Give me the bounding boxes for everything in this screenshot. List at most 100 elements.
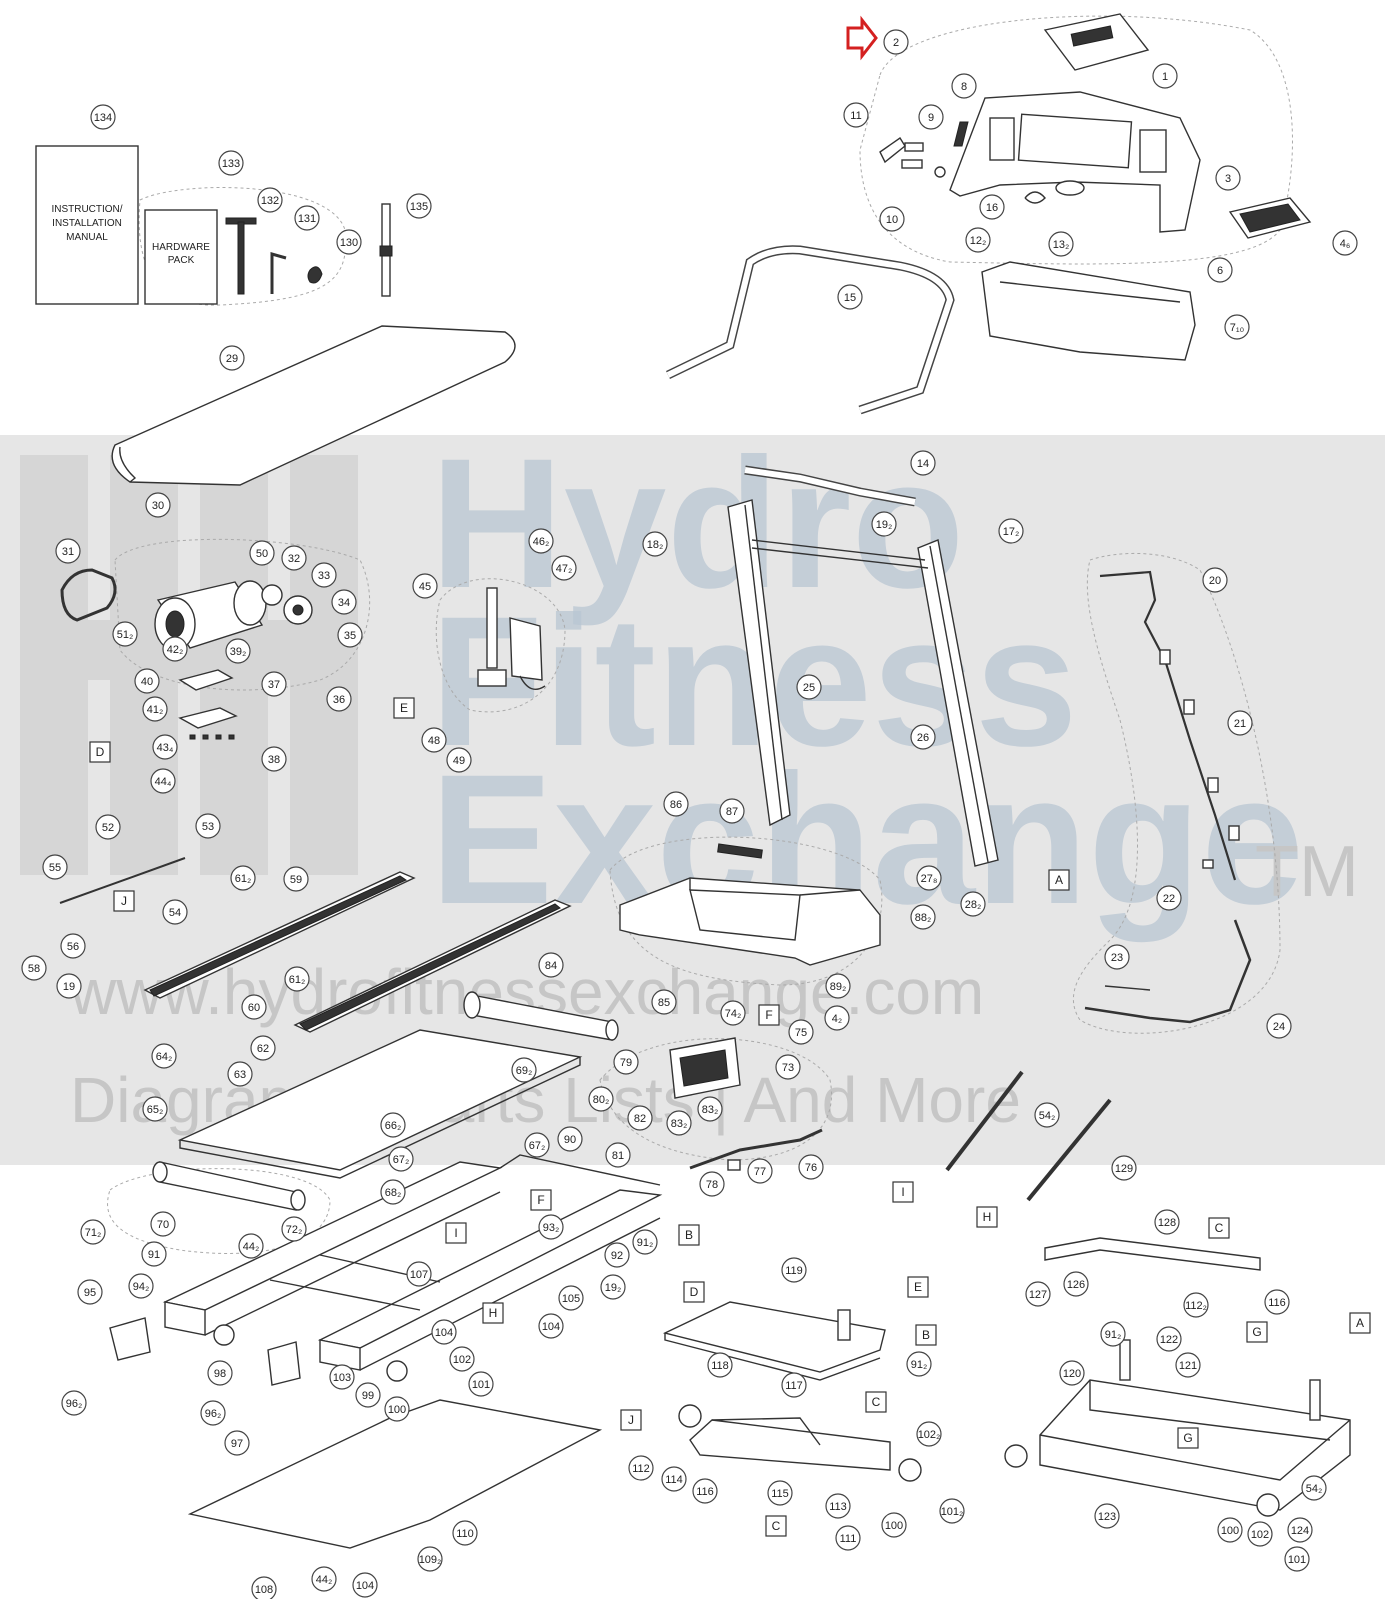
connection-box-letter: I bbox=[901, 1185, 904, 1199]
callout-number: 121 bbox=[1179, 1360, 1197, 1372]
callout-number: 91₂ bbox=[911, 1359, 928, 1371]
part-callout: 55 bbox=[42, 854, 68, 880]
part-callout: 77 bbox=[747, 1158, 773, 1184]
callout-number: 32 bbox=[288, 553, 300, 565]
callout-number: 107 bbox=[410, 1269, 428, 1281]
connection-box-frame bbox=[89, 741, 111, 763]
part-callout: 96₂ bbox=[61, 1390, 87, 1416]
callout-circle bbox=[55, 538, 81, 564]
part-callout: 13₂ bbox=[1048, 231, 1074, 257]
part-callout: 16 bbox=[979, 194, 1005, 220]
part-callout: 63 bbox=[227, 1061, 253, 1087]
callout-circle bbox=[881, 1512, 907, 1538]
callout-circle bbox=[431, 1319, 457, 1345]
part-callout: 4₂ bbox=[824, 1005, 850, 1031]
callout-number: 116 bbox=[696, 1486, 714, 1498]
callout-circle bbox=[311, 562, 337, 588]
callout-number: 34 bbox=[338, 597, 350, 609]
part-callout: 7₁₀ bbox=[1224, 314, 1250, 340]
callout-number: 4₂ bbox=[832, 1013, 842, 1025]
callout-number: 112₂ bbox=[1185, 1300, 1207, 1312]
callout-number: 27₈ bbox=[921, 873, 938, 885]
upper-wire-harness bbox=[1099, 570, 1237, 881]
part-callout: 32 bbox=[281, 545, 307, 571]
callout-circle bbox=[538, 1214, 564, 1240]
callout-number: 61₂ bbox=[235, 873, 252, 885]
part-callout: 23 bbox=[1104, 944, 1130, 970]
callout-circle bbox=[906, 1351, 932, 1377]
part-callout: 27₈ bbox=[916, 865, 942, 891]
console-keypad-overlay bbox=[1043, 13, 1150, 71]
part-callout: 18₂ bbox=[642, 531, 668, 557]
callout-circle bbox=[600, 1274, 626, 1300]
connection-box: G bbox=[1177, 1427, 1199, 1449]
callout-number: 67₂ bbox=[529, 1140, 546, 1152]
callout-circle bbox=[219, 345, 245, 371]
part-callout: 6 bbox=[1207, 257, 1233, 283]
part-callout: 91 bbox=[141, 1241, 167, 1267]
callout-circle bbox=[1048, 231, 1074, 257]
callout-circle bbox=[661, 1466, 687, 1492]
part-callout: 91₂ bbox=[906, 1351, 932, 1377]
callout-circle bbox=[781, 1257, 807, 1283]
part-callout: 71₂ bbox=[80, 1219, 106, 1245]
connection-box-letter: C bbox=[772, 1519, 781, 1533]
callout-circle bbox=[134, 668, 160, 694]
callout-circle bbox=[151, 1043, 177, 1069]
t-wrench bbox=[225, 217, 257, 295]
callout-number: 77 bbox=[754, 1166, 766, 1178]
callout-number: 78 bbox=[706, 1179, 718, 1191]
callout-circle bbox=[837, 284, 863, 310]
callout-number: 104 bbox=[435, 1327, 453, 1339]
callout-number: 72₂ bbox=[286, 1224, 303, 1236]
callout-circle bbox=[910, 450, 936, 476]
callout-circle bbox=[824, 1005, 850, 1031]
callout-circle bbox=[449, 1346, 475, 1372]
callout-number: 101 bbox=[1288, 1554, 1306, 1566]
part-callout: 11 bbox=[843, 102, 869, 128]
callout-number: 67₂ bbox=[393, 1154, 410, 1166]
callout-circle bbox=[281, 1216, 307, 1242]
callout-number: 117 bbox=[785, 1380, 803, 1392]
callout-circle bbox=[1207, 257, 1233, 283]
callout-circle bbox=[261, 671, 287, 697]
callout-number: 65₂ bbox=[147, 1104, 164, 1116]
callout-number: 40 bbox=[141, 676, 153, 688]
callout-number: 91₂ bbox=[637, 1237, 654, 1249]
callout-number: 84 bbox=[545, 960, 557, 972]
group-outline-hood bbox=[609, 836, 883, 986]
part-callout: 28₂ bbox=[960, 891, 986, 917]
callout-circle bbox=[1183, 1292, 1209, 1318]
callout-circle bbox=[112, 621, 138, 647]
part-callout: 53 bbox=[195, 813, 221, 839]
connection-box-letter: F bbox=[765, 1008, 772, 1022]
part-callout: 117 bbox=[781, 1372, 807, 1398]
callout-number: 103 bbox=[333, 1372, 351, 1384]
callout-number: 10 bbox=[886, 214, 898, 226]
upright-right bbox=[917, 539, 999, 867]
callout-circle bbox=[916, 1421, 942, 1447]
callout-number: 82 bbox=[634, 1113, 646, 1125]
callout-number: 96₂ bbox=[66, 1398, 83, 1410]
callout-circle bbox=[128, 1273, 154, 1299]
callout-number: 63 bbox=[234, 1069, 246, 1081]
part-callout: 108 bbox=[251, 1576, 277, 1599]
callout-circle bbox=[61, 1390, 87, 1416]
connection-box-frame bbox=[915, 1324, 937, 1346]
part-callout: 99 bbox=[355, 1382, 381, 1408]
callout-number: 6 bbox=[1217, 265, 1223, 277]
callout-number: 127 bbox=[1029, 1289, 1047, 1301]
part-callout: 22 bbox=[1156, 885, 1182, 911]
connection-box-letter: F bbox=[537, 1193, 544, 1207]
callout-number: 95 bbox=[84, 1287, 96, 1299]
callout-number: 13₂ bbox=[1053, 239, 1070, 251]
callout-number: 69₂ bbox=[516, 1065, 533, 1077]
console-magnet-2 bbox=[901, 159, 923, 169]
connection-box: F bbox=[758, 1004, 780, 1026]
callout-circle bbox=[628, 1455, 654, 1481]
connection-box-letter: H bbox=[489, 1306, 498, 1320]
part-callout: 70 bbox=[150, 1211, 176, 1237]
part-callout: 62 bbox=[250, 1035, 276, 1061]
part-callout: 86 bbox=[663, 791, 689, 817]
